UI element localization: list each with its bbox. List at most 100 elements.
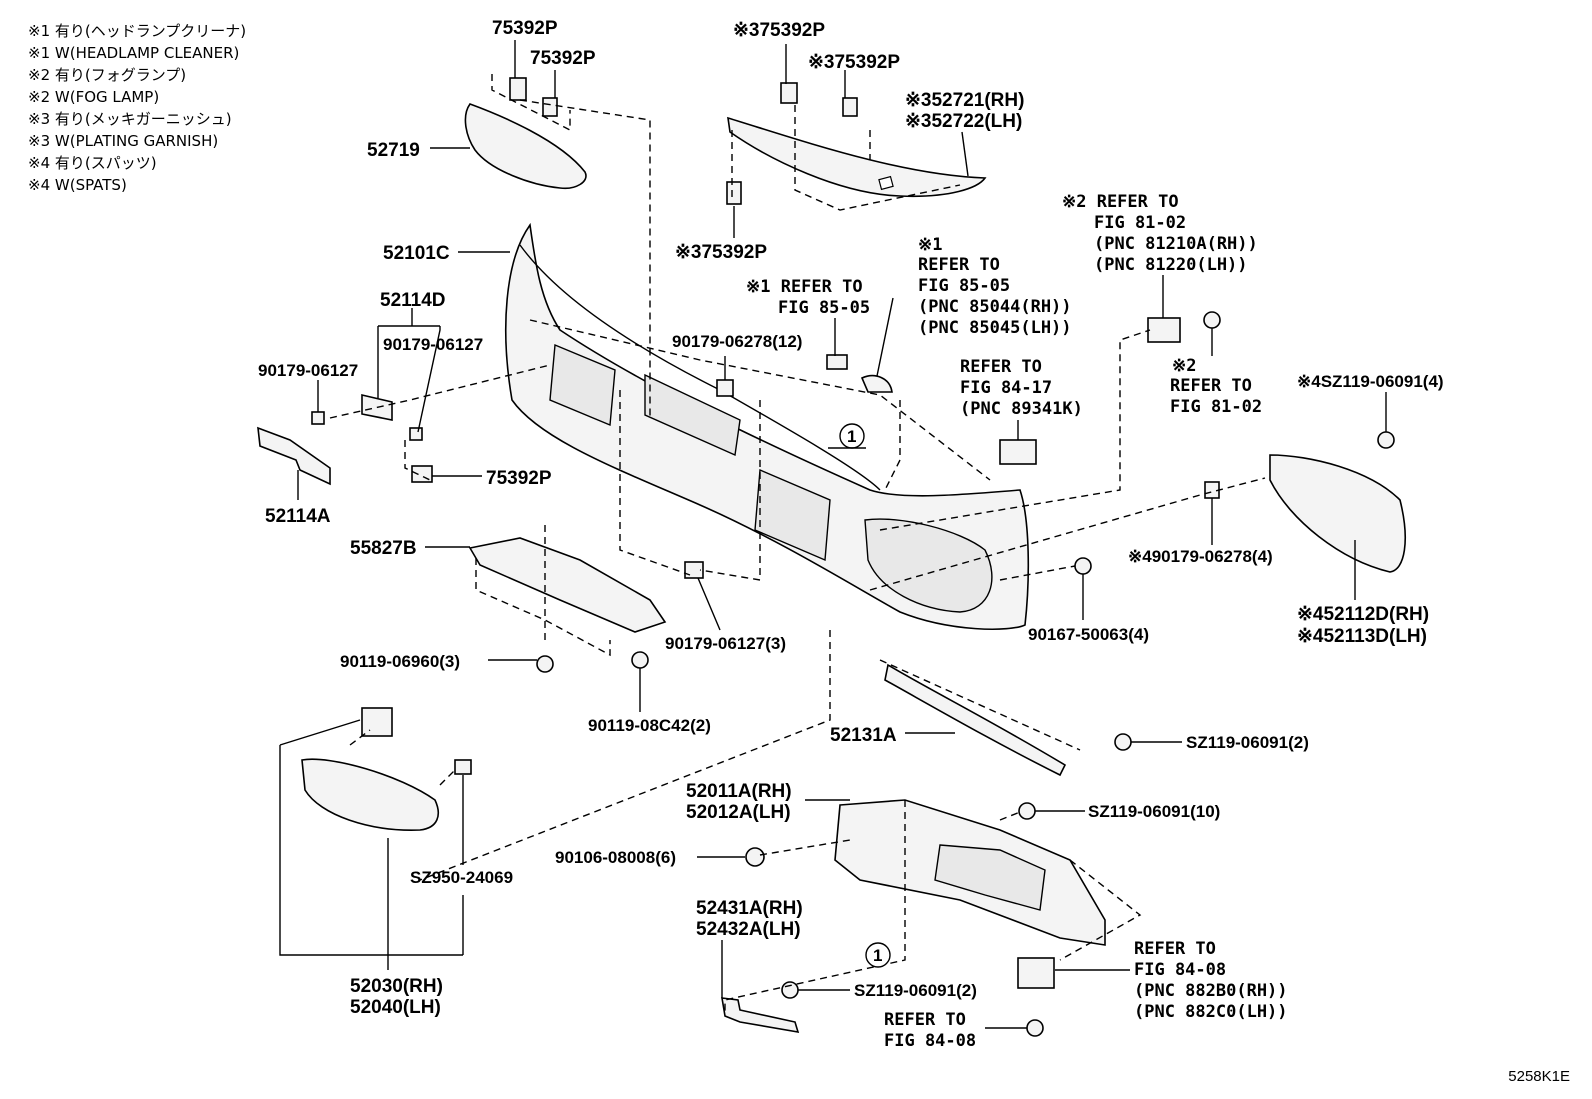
nut-90179-06127-3[interactable] <box>684 561 704 579</box>
bolt-90119-08c42[interactable] <box>631 651 649 669</box>
leader-52721 <box>961 131 969 177</box>
absorber-inner <box>934 844 1046 911</box>
part-52112d-spat[interactable] <box>1269 454 1406 573</box>
dash-1 <box>491 74 651 420</box>
leader-75392p-ab <box>514 40 556 98</box>
note1-fig: FIG 85-05 <box>778 298 870 318</box>
clip-sz950[interactable] <box>454 759 472 775</box>
nut-90179-06278-12[interactable] <box>716 379 734 397</box>
note6-fig: FIG 84-08 <box>1134 960 1226 980</box>
bumper-lower-opening <box>754 468 831 562</box>
label-55827b: 55827B <box>350 538 417 559</box>
label-90179-06127-a: 90179-06127 <box>258 361 358 380</box>
bolt-fog[interactable] <box>1203 311 1221 329</box>
note2-pnc1: (PNC 85044(RH)) <box>918 297 1072 317</box>
dash-15 <box>999 811 1142 961</box>
part-52030-spoiler[interactable] <box>301 758 439 831</box>
leader-fog-bracket <box>1162 275 1213 356</box>
note7-fig: FIG 84-08 <box>884 1031 976 1051</box>
dash-7 <box>475 525 611 657</box>
dash-3 <box>529 319 991 481</box>
leader-cleaner <box>876 297 894 377</box>
dash-13 <box>349 729 456 786</box>
note2-fig: FIG 85-05 <box>918 276 1010 296</box>
clip-75392p-2[interactable] <box>542 97 558 117</box>
dash-4 <box>329 364 551 419</box>
part-55827b-undercover[interactable] <box>468 537 667 633</box>
fog-lamp-52030[interactable] <box>361 707 393 737</box>
part-52131a-reinforcement[interactable] <box>884 663 1067 777</box>
dash-12 <box>419 630 1081 881</box>
figure-code: 5258K1E <box>1508 1068 1570 1085</box>
note4-mark: ※2 <box>1172 356 1196 376</box>
label-52030: 52030(RH) <box>350 976 443 997</box>
legend-line-3: ※2 有り(フォグランプ) <box>28 66 187 84</box>
label-75392p-a: 75392P <box>492 18 558 39</box>
label-75392p-c: ※375392P <box>733 20 825 41</box>
washer-nozzle-left[interactable] <box>826 354 848 370</box>
note6-pnc2: (PNC 882C0(LH)) <box>1134 1002 1288 1022</box>
bumper-center-grille <box>644 373 741 457</box>
dash-6 <box>619 390 761 581</box>
note3-pnc2: (PNC 81220(LH)) <box>1094 255 1248 275</box>
label-75392p-e: ※375392P <box>675 242 767 263</box>
dash-14 <box>724 800 906 1015</box>
fog-lamp-bracket[interactable] <box>1147 317 1181 343</box>
leader-52114d <box>377 308 441 433</box>
label-75392p-b: 75392P <box>530 48 596 69</box>
bolt-sz119-2a[interactable] <box>1114 733 1132 751</box>
label-sz119-4: ※4SZ119-06091(4) <box>1297 372 1444 391</box>
dash-2 <box>731 105 961 211</box>
leader-90179-06127-3 <box>697 577 721 631</box>
note2-refer: REFER TO <box>918 255 1000 275</box>
note3-fig: FIG 81-02 <box>1094 213 1186 233</box>
dash-11 <box>999 565 1076 581</box>
garnish-slot <box>878 175 894 191</box>
note3-pnc1: (PNC 81210A(RH)) <box>1094 234 1258 254</box>
clip-75392p-3[interactable] <box>780 82 798 104</box>
dash-10 <box>869 477 1266 591</box>
part-52719[interactable] <box>464 103 587 190</box>
bolt-sz119-2b[interactable] <box>781 981 799 999</box>
clip-75392p-1[interactable] <box>509 77 527 101</box>
label-90106: 90106-08008(6) <box>555 848 676 867</box>
part-52431a-bracket[interactable] <box>721 997 800 1034</box>
legend-line-5: ※3 有り(メッキガーニッシュ) <box>28 110 232 128</box>
legend-line-7: ※4 有り(スパッツ) <box>28 154 157 172</box>
sensor-89341k[interactable] <box>999 439 1037 465</box>
label-52113d: ※452113D(LH) <box>1297 626 1427 647</box>
note7-refer: REFER TO <box>884 1010 966 1030</box>
legend-line-4: ※2 W(FOG LAMP) <box>28 88 160 106</box>
part-52114a-bracket[interactable] <box>257 426 331 486</box>
label-52012a: 52012A(LH) <box>686 802 791 823</box>
note1-head: ※1 REFER TO <box>746 277 863 297</box>
label-90119-06960: 90119-06960(3) <box>340 652 460 671</box>
clip-75392p-4[interactable] <box>842 97 858 117</box>
nut-90179-06127-b[interactable] <box>409 427 423 441</box>
label-52112d: ※452112D(RH) <box>1297 604 1429 625</box>
label-90179-06127-3: 90179-06127(3) <box>665 634 786 653</box>
clip-75392p-5[interactable] <box>726 181 742 205</box>
label-90179-06278-12: 90179-06278(12) <box>672 332 802 351</box>
headlamp-cleaner-cap[interactable] <box>860 374 893 393</box>
nut-90179-06127-a[interactable] <box>311 411 325 425</box>
bolt-90119-06960[interactable] <box>536 655 554 673</box>
nut-84-08[interactable] <box>1026 1019 1044 1037</box>
bolt-90106[interactable] <box>745 847 765 867</box>
leader-52030 <box>279 719 464 970</box>
label-75392p-f: 75392P <box>486 468 552 489</box>
note4-refer: REFER TO <box>1170 376 1252 396</box>
callout-1-text: 1 <box>847 427 856 446</box>
bolt-sz119-10[interactable] <box>1018 802 1036 820</box>
note6-pnc1: (PNC 882B0(RH)) <box>1134 981 1288 1001</box>
sensor-882b0[interactable] <box>1017 957 1055 989</box>
legend-line-8: ※4 W(SPATS) <box>28 176 127 194</box>
legend-line-2: ※1 W(HEADLAMP CLEANER) <box>28 44 240 62</box>
label-sz950: SZ950-24069 <box>410 868 513 887</box>
bumper-plate-area <box>549 343 616 427</box>
bolt-sz119-4[interactable] <box>1377 431 1395 449</box>
bolt-90167[interactable] <box>1074 557 1092 575</box>
label-52721: ※352721(RH) <box>905 90 1024 111</box>
leader-75392p-cd <box>785 44 846 98</box>
